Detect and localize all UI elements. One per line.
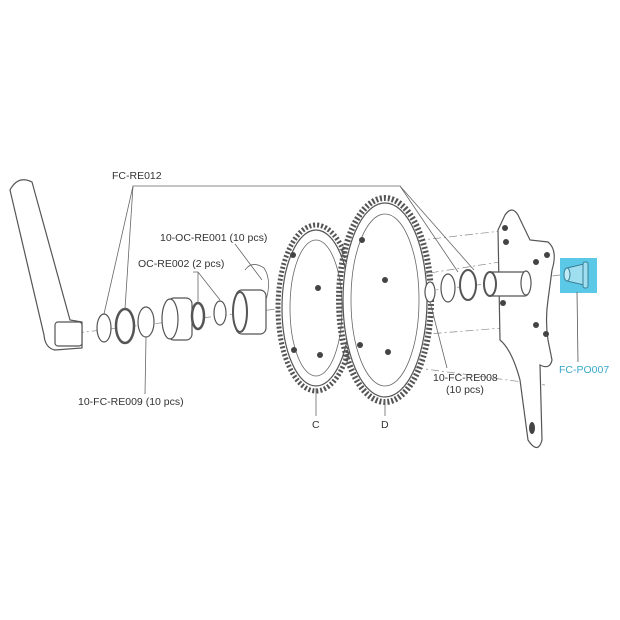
label-chainring-d: D: [381, 419, 389, 431]
label-10-fc-re009: 10-FC-RE009 (10 pcs): [78, 396, 184, 408]
snap-clip: [244, 264, 269, 301]
label-oc-re002: OC-RE002 (2 pcs): [138, 258, 225, 270]
chainring-d: [336, 195, 434, 405]
fc-po007-highlight[interactable]: [560, 258, 597, 293]
label-chainring-c: C: [312, 419, 320, 431]
left-crank-arm: [9, 179, 83, 351]
label-fc-po007[interactable]: FC-PO007: [559, 364, 610, 376]
label-10-oc-re001: 10-OC-RE001 (10 pcs): [160, 232, 268, 244]
right-crank-arm: [497, 209, 555, 449]
label-fc-re012: FC-RE012: [112, 170, 162, 182]
right-bearing-parts: [424, 269, 532, 303]
label-10-fc-re008: 10-FC-RE008: [433, 372, 498, 384]
leader-lines: [103, 185, 579, 416]
chainring-c: [275, 222, 357, 394]
left-bearing-parts: [96, 264, 269, 345]
label-10-fc-re008-qty: (10 pcs): [446, 384, 484, 396]
